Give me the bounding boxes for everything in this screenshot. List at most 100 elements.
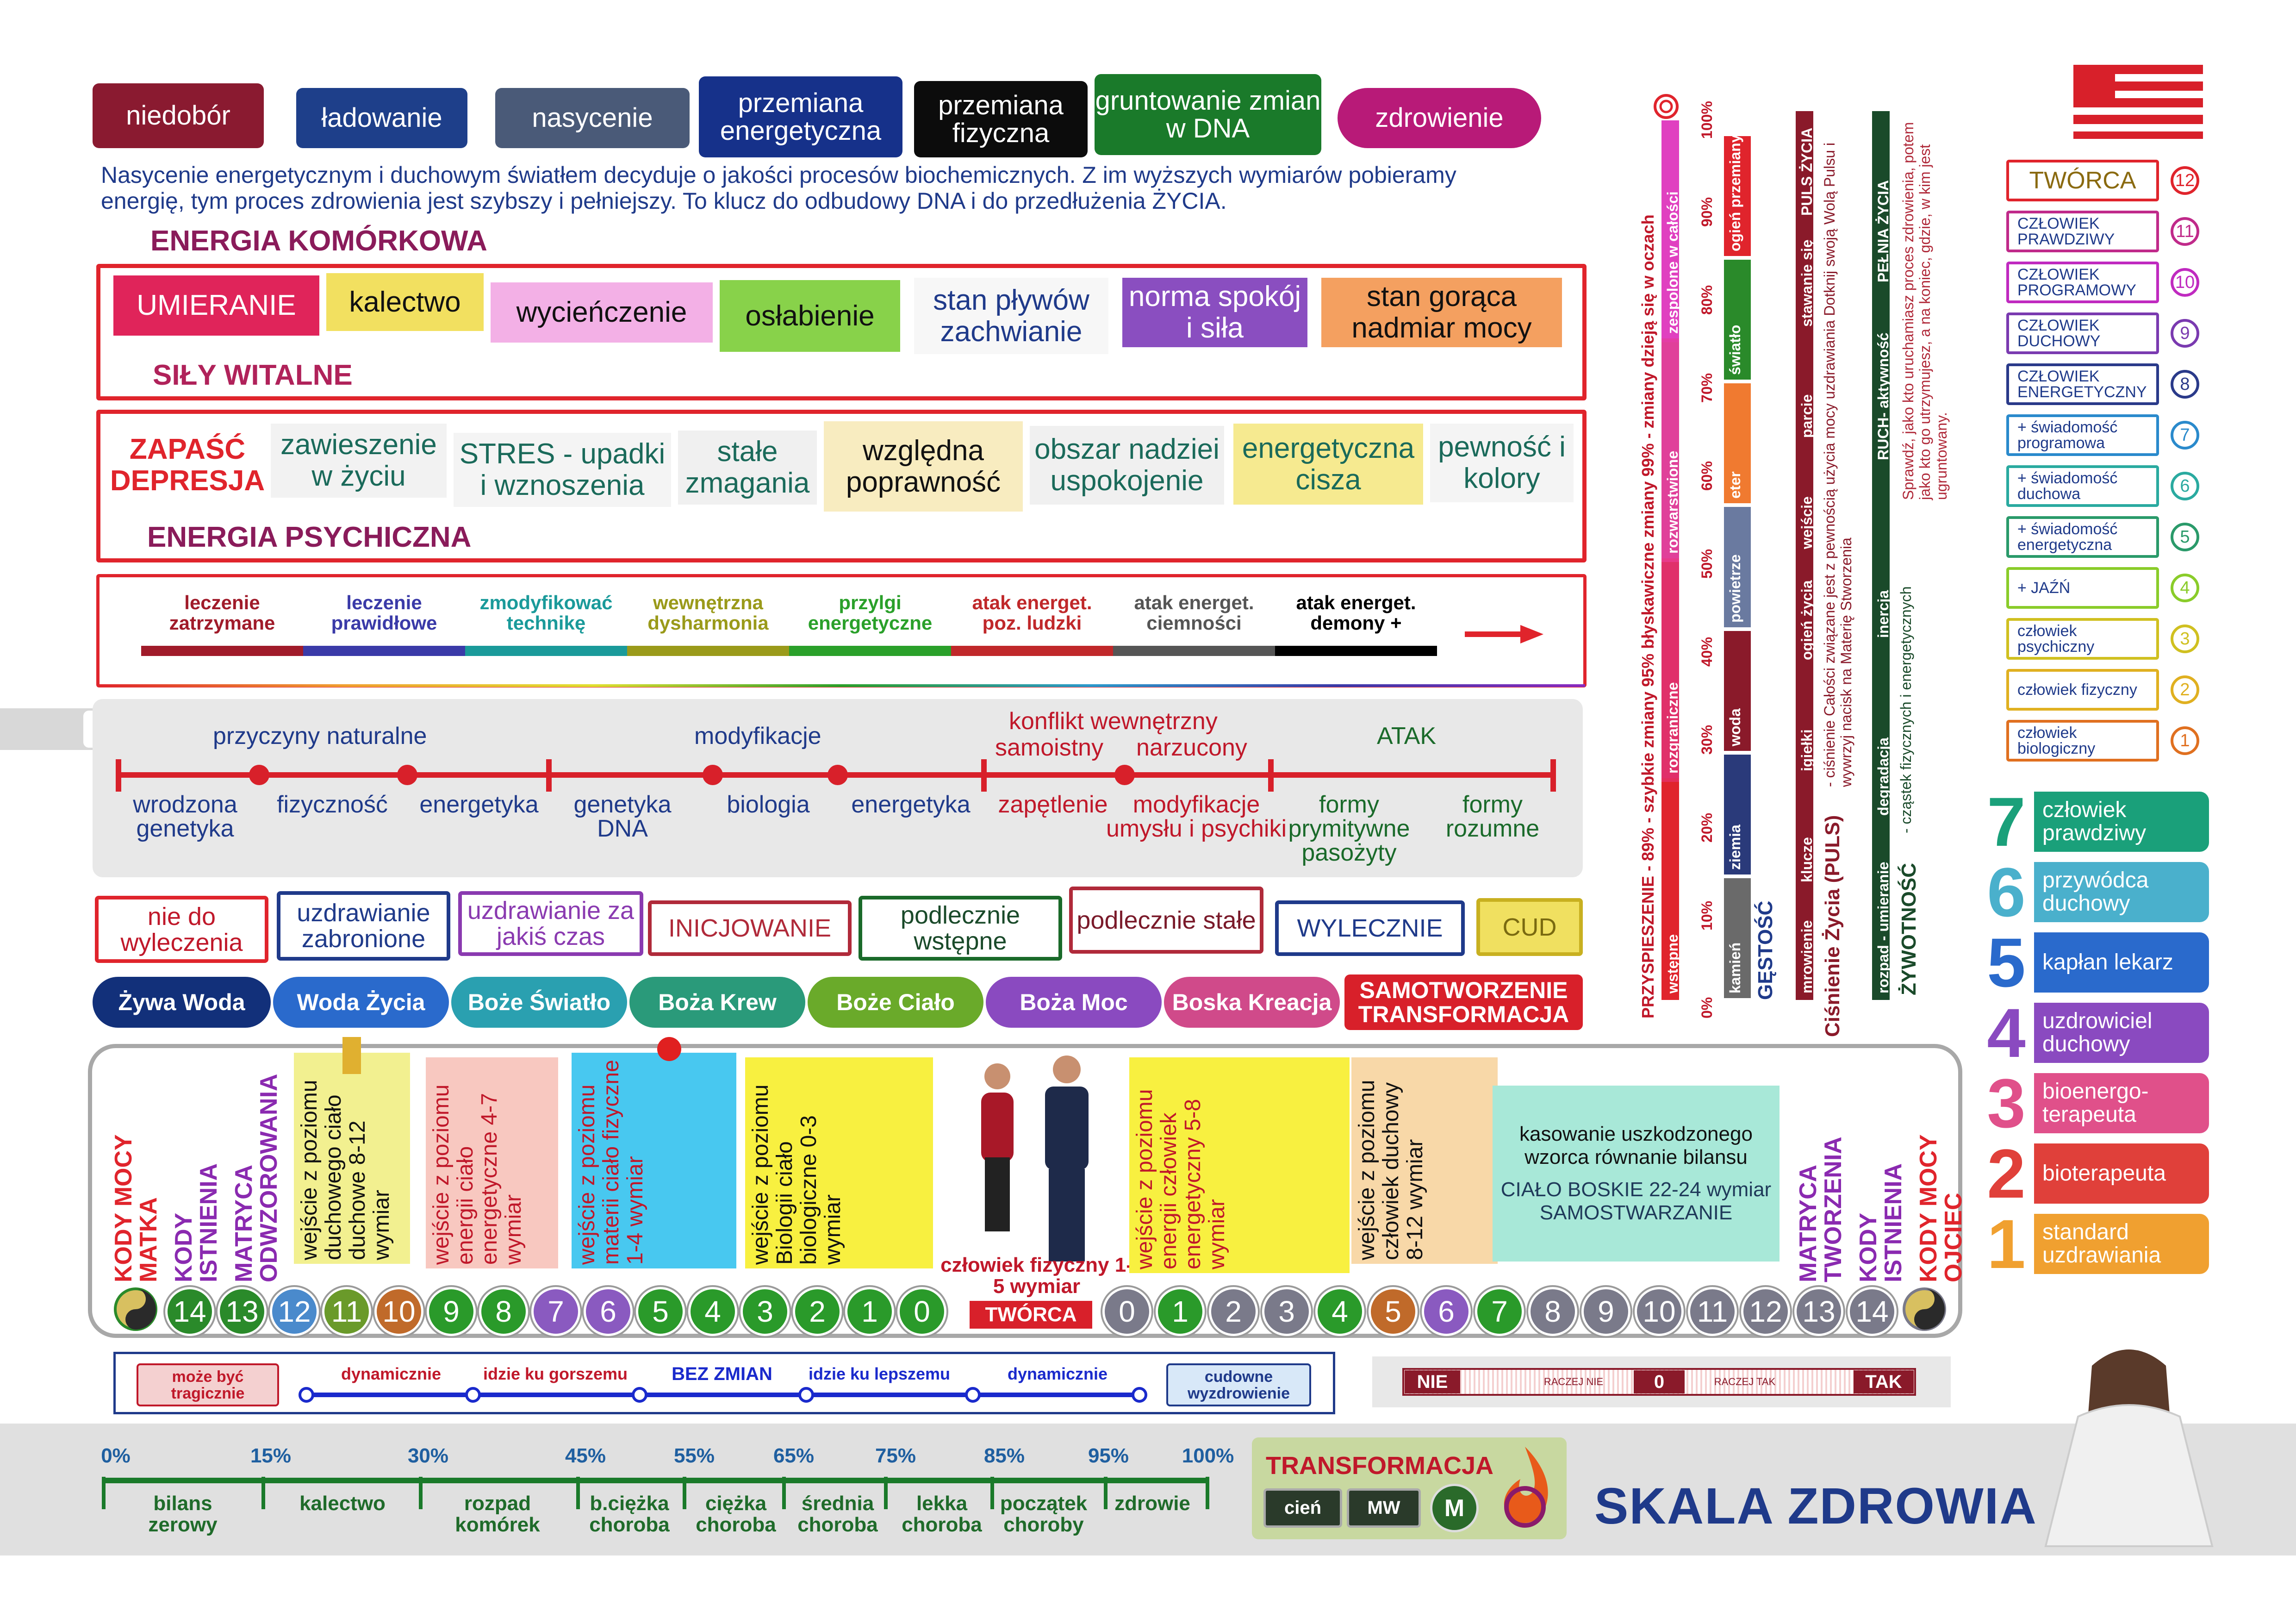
axis-separator <box>546 759 552 792</box>
cell-energy-box <box>96 264 1587 400</box>
dimension-number: 9 <box>1581 1287 1630 1336</box>
right-arrow-icon <box>1465 625 1543 643</box>
health-scale-tick <box>990 1477 994 1509</box>
level-number: 3 <box>2171 625 2199 653</box>
axis-separator <box>1268 759 1274 792</box>
remedy-pill: Boża Krew <box>629 977 805 1028</box>
healer-step-number: 6 <box>1987 853 2026 931</box>
meter-no: NIE <box>1405 1370 1460 1393</box>
final-note-bottom: CIAŁO BOSKIE 22-24 wymiar SAMOSTWARZANIE <box>1500 1178 1772 1224</box>
dimension-number: 5 <box>1369 1287 1418 1336</box>
flag-canton-icon <box>2073 65 2115 102</box>
axis-separator <box>1550 759 1556 792</box>
curability-frame: nie do wyleczenia <box>95 896 268 963</box>
health-state: rozpad komórek <box>455 1492 540 1536</box>
health-percent: 100% <box>1182 1444 1234 1467</box>
remedy-pill: Żywa Woda <box>93 977 271 1028</box>
bar-segment <box>1796 335 1813 443</box>
dimension-number: 13 <box>218 1287 267 1336</box>
bar-segment-label: mrowienie <box>1798 920 1815 993</box>
trend-panel <box>113 1352 1335 1414</box>
bar-segment <box>1796 446 1813 554</box>
bar-percent-label: 50% <box>1699 549 1715 579</box>
axis-dot <box>249 765 269 785</box>
curability-frame: uzdrawianie za jakiś czas <box>458 891 643 956</box>
causes-top-label: samoistny <box>995 734 1104 761</box>
health-state: lekka choroba <box>902 1492 982 1536</box>
meter-zero: 0 <box>1634 1370 1685 1393</box>
m-button[interactable]: M <box>1430 1484 1479 1532</box>
intro-text: Nasycenie energetycznym i duchowym świat… <box>101 162 1456 214</box>
health-percent: 45% <box>565 1444 606 1467</box>
consciousness-level: człowiek fizyczny <box>2006 669 2159 711</box>
psych-state: obszar nadziei uspokojenie <box>1030 426 1224 505</box>
shadow-button[interactable]: cień <box>1263 1488 1342 1528</box>
consciousness-level: + świadomość duchowa <box>2006 465 2159 507</box>
bar-segment <box>1872 291 1890 465</box>
bar-segment-label: PULS ŻYCIA <box>1798 127 1815 216</box>
phase-chip: przemiana fizyczna <box>914 81 1088 157</box>
healer-step-number: 4 <box>1987 994 2026 1072</box>
remedy-pill: Boże Ciało <box>808 977 983 1028</box>
causes-top-label: konflikt wewnętrzny <box>1009 708 1218 735</box>
causes-top-label: przyczyny naturalne <box>213 723 427 750</box>
consciousness-level: człowiek biologiczny <box>2006 720 2159 762</box>
cause-label: zapętlenie <box>998 791 1108 818</box>
dimension-number: 5 <box>636 1287 685 1336</box>
bar-segment-label: parcie <box>1798 394 1815 438</box>
treatment-color-segment <box>627 646 789 656</box>
bar-segment-label: stawanie się <box>1798 239 1815 327</box>
dimension-number: 3 <box>1262 1287 1311 1336</box>
level-number: 10 <box>2171 268 2199 297</box>
bar-percent-label: 30% <box>1699 725 1715 755</box>
health-scale-tick <box>683 1477 686 1509</box>
remedy-pill: SAMOTWORZENIE TRANSFORMACJA <box>1344 974 1583 1030</box>
health-state: ciężka choroba <box>696 1492 776 1536</box>
mw-button[interactable]: MW <box>1347 1488 1421 1528</box>
treatment-label: przylgi energetyczne <box>808 592 933 634</box>
curability-frame: WYLECZNIE <box>1275 900 1465 956</box>
pushpin-icon <box>657 1037 681 1061</box>
dimension-number: 11 <box>1688 1287 1737 1336</box>
dimension-number: 6 <box>584 1287 633 1336</box>
causes-top-label: ATAK <box>1377 723 1437 750</box>
bar-segment <box>1661 342 1679 558</box>
bar-segment-label: RUCH- aktywność <box>1875 332 1892 460</box>
cell-state: stan gorąca nadmiar mocy <box>1321 278 1562 347</box>
yin-yang-icon <box>1902 1287 1947 1331</box>
dimension-number: 10 <box>1635 1287 1684 1336</box>
level-number: 7 <box>2171 421 2199 450</box>
bar-segment <box>1724 136 1751 256</box>
bar-segment-label: inercja <box>1875 590 1892 638</box>
psych-state: energetyczna cisza <box>1233 424 1423 505</box>
dimension-number: 1 <box>845 1287 894 1336</box>
health-scale-tick <box>884 1477 888 1509</box>
remedy-pill: Boża Moc <box>986 977 1162 1028</box>
bottom-band <box>0 1424 2296 1555</box>
pulse-description: - ciśnienie Całości związane jest z pewn… <box>1821 143 1854 787</box>
treatment-color-segment <box>1275 646 1437 656</box>
treatment-color-segment <box>951 646 1113 656</box>
creator-badge: TWÓRCA <box>970 1301 1092 1329</box>
dimension-number: 14 <box>1848 1287 1897 1336</box>
cell-energy-title: ENERGIA KOMÓRKOWA <box>150 225 487 257</box>
bar-percent-label: 70% <box>1699 373 1715 403</box>
healer-step: kapłan lekarz <box>2034 932 2209 993</box>
entry-note: wejście z poziomu człowiek duchowy 8-12 … <box>1351 1057 1498 1264</box>
trend-axis <box>305 1393 1139 1397</box>
treatment-color-segment <box>789 646 951 656</box>
dimension-number: 12 <box>270 1287 319 1336</box>
flame-logo-icon <box>1488 1442 1562 1535</box>
bar-segment <box>1724 260 1751 380</box>
bar-segment-label: rozwarstwione <box>1664 450 1681 554</box>
curability-frame: CUD <box>1476 898 1583 956</box>
consciousness-level: TWÓRCA <box>2006 160 2159 201</box>
bar-segment <box>1724 383 1751 504</box>
bar-percent-label: 80% <box>1699 285 1715 315</box>
health-scale-tick <box>1206 1477 1209 1509</box>
bar-segment-label: woda <box>1727 708 1743 746</box>
matrix-left-label: KODY ISTNIENIA <box>170 1163 222 1282</box>
bar-segment <box>1796 113 1813 220</box>
acceleration-axis-label: PRZYSPIESZENIE - 89% - szybkie zmiany 95… <box>1638 214 1657 1018</box>
bar-percent-label: 40% <box>1699 637 1715 667</box>
